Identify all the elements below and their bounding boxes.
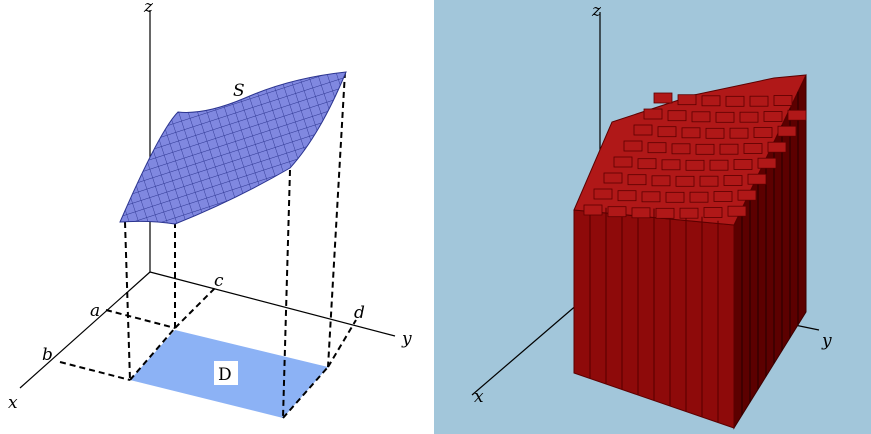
box-top-cell xyxy=(679,207,699,219)
box-top-cell xyxy=(703,207,723,218)
box-top-cell xyxy=(739,111,759,123)
surface-s xyxy=(119,71,347,225)
z-axis-label: z xyxy=(143,0,154,17)
box-top-cell xyxy=(749,95,769,107)
region-label: D xyxy=(218,365,232,385)
box-top-cell xyxy=(713,191,733,202)
vertical-dashed-lines xyxy=(124,71,346,419)
box-top-cell xyxy=(691,111,711,123)
box-top-cell xyxy=(737,189,757,201)
riemann-boxes-panel: z x y xyxy=(434,0,871,434)
surface-diagram: z x y a b c d S D xyxy=(8,0,412,419)
box-stack xyxy=(573,74,807,430)
base-dashed-lines xyxy=(59,284,357,419)
box-top-cell xyxy=(729,127,749,139)
box-top-cell xyxy=(607,206,627,218)
x-axis-label: x xyxy=(8,393,18,413)
box-top-cell xyxy=(723,175,743,186)
surface-over-rectangle-panel: z x y a b c d S D xyxy=(0,0,430,434)
y-axis xyxy=(149,271,396,337)
box-top-cell xyxy=(773,95,793,106)
box-top-cell xyxy=(719,143,739,155)
box-top-cell xyxy=(671,143,691,155)
box-top-cell xyxy=(593,188,613,200)
label-a: a xyxy=(90,301,100,321)
box-top-cell xyxy=(667,110,687,122)
box-top-cell xyxy=(677,94,697,106)
box-top-cell xyxy=(661,159,681,171)
box-top-cell xyxy=(705,127,725,139)
box-top-cell xyxy=(637,158,657,170)
label-d: d xyxy=(354,303,365,323)
box-top-cell xyxy=(733,159,753,170)
box-top-cell xyxy=(633,124,653,136)
box-top-cell xyxy=(617,190,637,202)
surface-label: S xyxy=(233,81,245,101)
box-top-cell xyxy=(657,126,677,138)
box-top-cell xyxy=(627,174,647,186)
box-top-cell xyxy=(643,108,663,120)
box-top-cell xyxy=(701,95,721,107)
box-top-cell xyxy=(651,175,671,187)
boxes-diagram: z x y xyxy=(434,0,871,434)
box-top-cell xyxy=(767,141,787,153)
box-top-cell xyxy=(583,204,603,216)
box-top-cell xyxy=(787,109,807,121)
box-top-cell xyxy=(655,207,675,219)
box-top-cell xyxy=(727,205,747,217)
z-axis-label: z xyxy=(591,1,602,21)
box-top-cell xyxy=(681,127,701,139)
label-b: b xyxy=(42,345,53,365)
box-top-cell xyxy=(763,111,783,122)
box-top-cell xyxy=(689,191,709,203)
box-top-cell xyxy=(753,127,773,138)
box-top-cell xyxy=(715,111,735,123)
y-axis-label: y xyxy=(821,331,832,351)
box-top-cell xyxy=(603,172,623,184)
box-top-cell xyxy=(647,142,667,154)
x-axis xyxy=(19,271,151,389)
box-top-cell xyxy=(695,143,715,155)
box-top-cell xyxy=(675,175,695,187)
box-top-cell xyxy=(653,92,673,104)
x-axis-label: x xyxy=(474,387,484,407)
box-top-cell xyxy=(623,140,643,152)
box-top-cell xyxy=(777,125,797,137)
box-top-cell xyxy=(631,207,651,219)
y-axis-label: y xyxy=(401,329,412,349)
box-top-cell xyxy=(665,191,685,203)
region-label-box xyxy=(214,361,238,385)
box-top-cell xyxy=(725,95,745,107)
box-top-cell xyxy=(613,156,633,168)
box-top-cell xyxy=(743,143,763,154)
box-edges xyxy=(583,91,807,423)
label-c: c xyxy=(214,271,224,291)
box-top-cell xyxy=(709,159,729,171)
box-top-cell xyxy=(685,159,705,171)
box-top-cell xyxy=(757,157,777,169)
box-top-cell xyxy=(699,175,719,187)
box-top-cell xyxy=(747,173,767,185)
box-top-cell xyxy=(641,191,661,203)
